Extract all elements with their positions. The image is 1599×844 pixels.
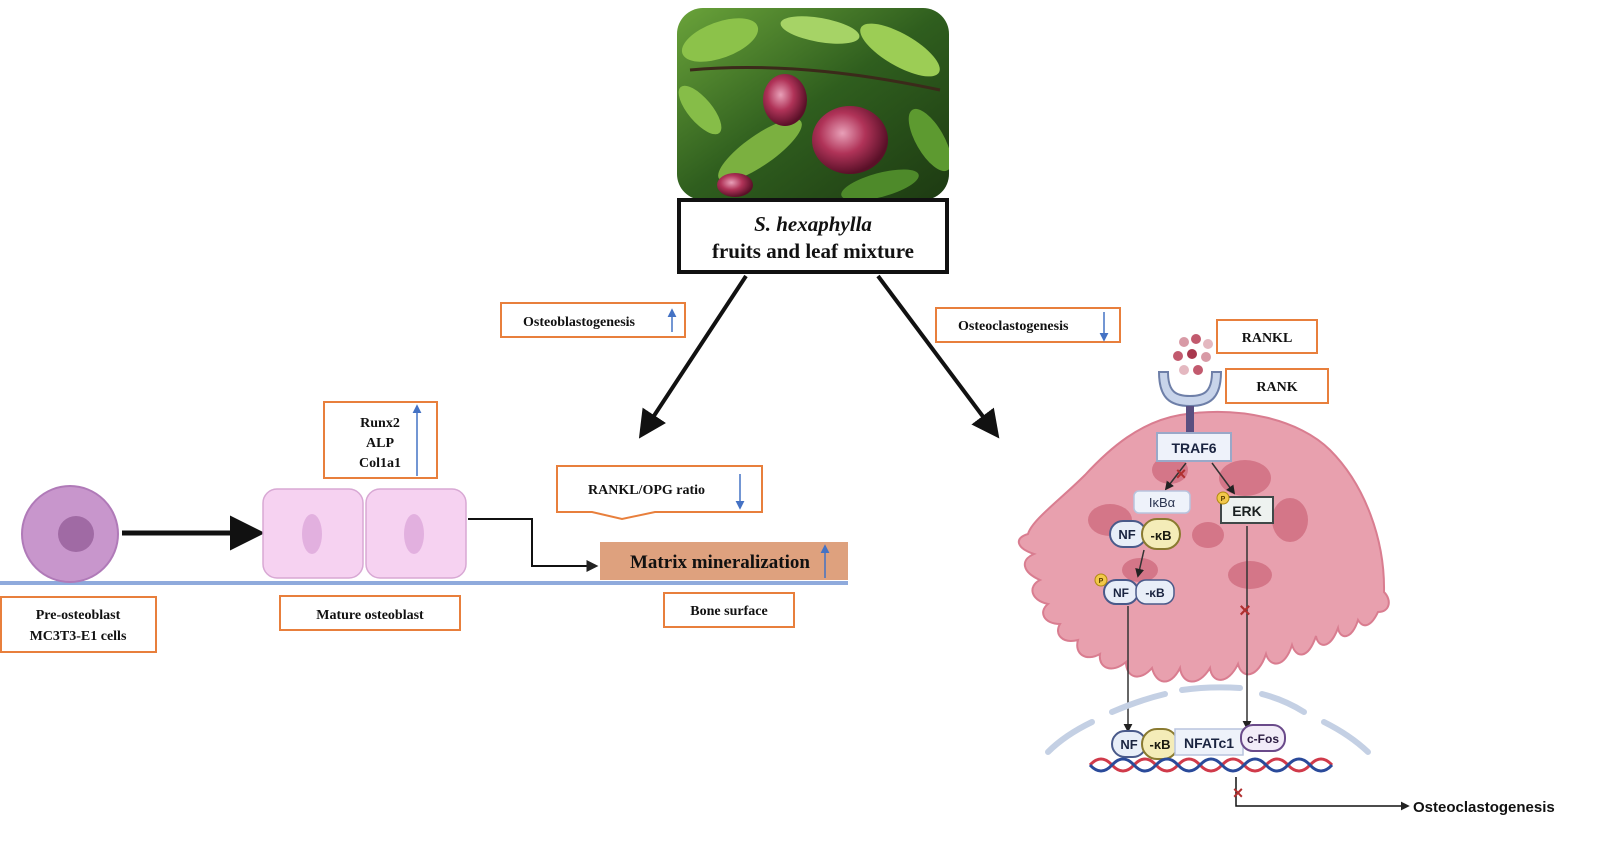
svg-text:RANKL: RANKL: [1242, 331, 1293, 346]
svg-text:RANKL/OPG ratio: RANKL/OPG ratio: [588, 483, 705, 498]
title-box: S. hexaphylla fruits and leaf mixture: [677, 198, 949, 274]
osteoclastogenesis-label: Osteoclastogenesis: [935, 307, 1121, 343]
svg-text:RANK: RANK: [1256, 380, 1297, 395]
inhibit-mark: ×: [1233, 783, 1244, 803]
erk-node: ERK P: [1216, 491, 1274, 524]
mixture-label: fruits and leaf mixture: [712, 239, 914, 263]
dna-helix: [1088, 757, 1334, 773]
bone-surface-label: Bone surface: [663, 592, 795, 628]
svg-text:NF: NF: [1113, 586, 1129, 600]
matrix-mineralization: Matrix mineralization: [600, 542, 848, 580]
svg-text:ERK: ERK: [1232, 503, 1262, 519]
nuclear-membrane: [1045, 684, 1371, 755]
svg-text:ALP: ALP: [366, 436, 394, 451]
markers-box: Runx2 ALP Col1a1: [323, 401, 438, 479]
rankl-ligands: [1173, 334, 1213, 375]
svg-text:Runx2: Runx2: [360, 416, 400, 431]
nfkb-release-arrow: [1135, 549, 1145, 578]
species-name: S. hexaphylla: [754, 212, 872, 236]
svg-text:NF: NF: [1118, 527, 1135, 542]
svg-text:NF: NF: [1120, 737, 1137, 752]
svg-text:P: P: [1099, 578, 1104, 585]
svg-text:P: P: [1221, 496, 1226, 503]
mature-osteoblast-label: Mature osteoblast: [279, 595, 461, 631]
svg-text:Osteoclastogenesis: Osteoclastogenesis: [958, 319, 1069, 334]
svg-text:-κB: -κB: [1151, 528, 1172, 543]
rank-label: RANK: [1225, 368, 1329, 404]
arrow-to-osteoblast: [638, 274, 748, 439]
osteoclast-cell: [1018, 410, 1390, 683]
traf6-node: TRAF6: [1156, 432, 1232, 462]
svg-text:c-Fos: c-Fos: [1247, 732, 1279, 746]
svg-text:Col1a1: Col1a1: [359, 456, 401, 471]
inhibit-mark: ×: [1176, 464, 1187, 484]
pre-osteoblast-cell: [21, 485, 119, 583]
p-nfkb: NF -κB P: [1094, 573, 1175, 605]
svg-text:NFATc1: NFATc1: [1184, 735, 1234, 751]
svg-text:Mature osteoblast: Mature osteoblast: [316, 608, 424, 623]
mature-osteoblast-cells: [262, 488, 467, 579]
svg-text:TRAF6: TRAF6: [1171, 440, 1216, 456]
pre-osteoblast-label: Pre-osteoblast MC3T3-E1 cells: [0, 596, 157, 653]
osteoblastogenesis-label: Osteoblastogenesis: [500, 302, 686, 338]
inhibit-mark: ×: [1239, 600, 1251, 622]
ikba-node: IκBα: [1133, 490, 1191, 514]
svg-text:Pre-osteoblast: Pre-osteoblast: [36, 608, 121, 623]
rankl-label: RANKL: [1216, 319, 1318, 354]
svg-text:-κB: -κB: [1150, 737, 1171, 752]
svg-text:Matrix mineralization: Matrix mineralization: [630, 552, 810, 573]
nfkb-complex: NF -κB: [1109, 518, 1181, 550]
rankl-opg-box: RANKL/OPG ratio: [556, 465, 763, 521]
osteoclastogenesis-output-arrow: [1235, 777, 1410, 811]
svg-text:-κB: -κB: [1145, 586, 1165, 600]
transcription-complex: NF -κB NFATc1 c-Fos: [1111, 724, 1286, 760]
svg-text:Bone surface: Bone surface: [690, 604, 767, 619]
traf6-to-ikba-arrow: [1164, 462, 1187, 491]
arrow-to-osteoclast: [876, 274, 1000, 439]
svg-text:MC3T3-E1 cells: MC3T3-E1 cells: [30, 629, 127, 644]
svg-text:IκBα: IκBα: [1149, 495, 1176, 510]
fruit-photo: [677, 8, 949, 200]
osteoclastogenesis-output-label: Osteoclastogenesis: [1413, 799, 1555, 816]
mineralization-arrow: [468, 518, 599, 572]
traf6-to-erk-arrow: [1211, 462, 1236, 495]
svg-text:Osteoblastogenesis: Osteoblastogenesis: [523, 315, 636, 330]
rank-receptor: [1157, 371, 1223, 434]
